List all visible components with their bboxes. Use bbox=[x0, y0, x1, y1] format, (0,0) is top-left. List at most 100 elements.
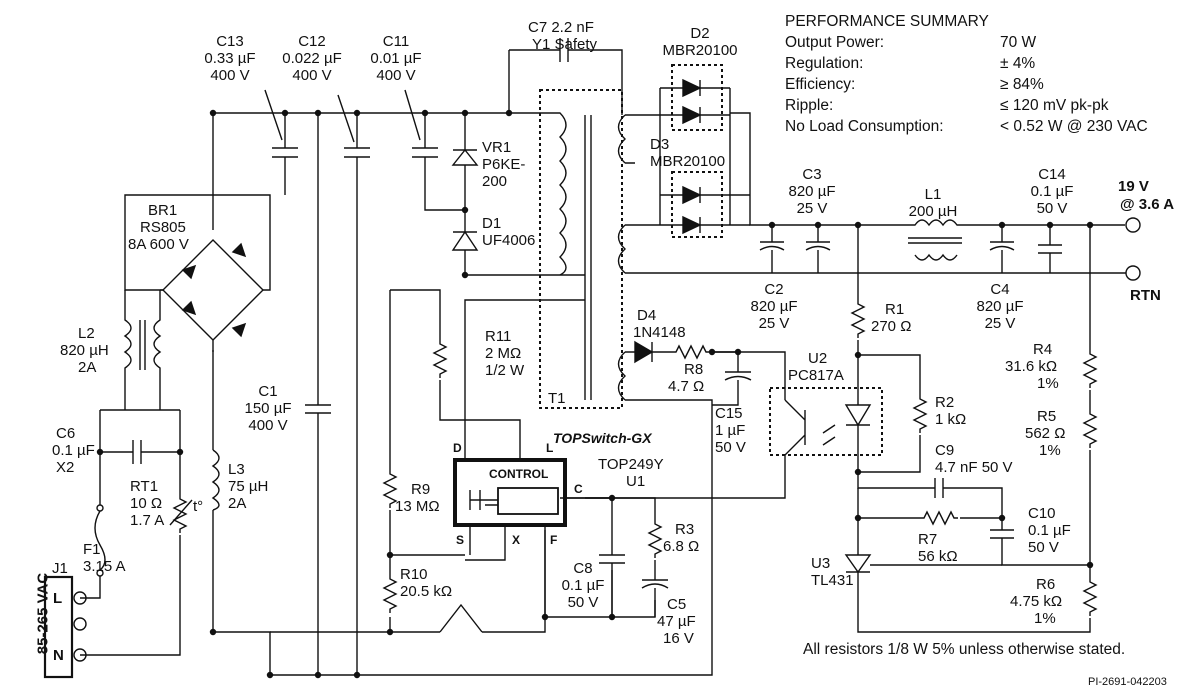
perf-value: 70 W bbox=[1000, 34, 1037, 51]
perf-row: Output Power: 70 W bbox=[785, 32, 1148, 53]
c6-cap bbox=[100, 440, 180, 464]
drawing-id: PI-2691-042203 bbox=[1088, 676, 1167, 688]
perf-key: Regulation: bbox=[785, 55, 864, 72]
c4-cap bbox=[989, 225, 1015, 273]
perf-value: ± 4% bbox=[1000, 55, 1036, 72]
rectifier-d2 bbox=[659, 64, 731, 225]
pin-d: D bbox=[453, 441, 462, 455]
t1-label: T1 bbox=[548, 390, 566, 407]
j1-label: J1 bbox=[52, 560, 68, 577]
clamp-vr1-d1 bbox=[451, 109, 585, 279]
perf-key: Ripple: bbox=[785, 97, 834, 114]
perf-key: Efficiency: bbox=[785, 76, 856, 93]
performance-title: PERFORMANCE SUMMARY bbox=[785, 13, 989, 30]
pin-s: S bbox=[456, 533, 465, 547]
j1-pin-n: N bbox=[53, 647, 64, 664]
perf-row: Regulation: ± 4% bbox=[785, 53, 1148, 74]
pin-l: L bbox=[546, 441, 554, 455]
c5-cap bbox=[641, 560, 669, 617]
f1-fuse bbox=[94, 504, 106, 577]
output-voltage: 19 V bbox=[1118, 178, 1149, 195]
c13-cap bbox=[272, 109, 298, 195]
l3-inductor bbox=[211, 449, 220, 511]
perf-key: Output Power: bbox=[785, 34, 885, 51]
resistor-note: All resistors 1/8 W 5% unless otherwise … bbox=[803, 641, 1126, 658]
c7-cap bbox=[505, 38, 623, 117]
transformer-t1 bbox=[539, 89, 1090, 409]
c3-cap bbox=[805, 225, 831, 273]
control-block-label: CONTROL bbox=[489, 467, 549, 481]
perf-row: Efficiency: ≥ 84% bbox=[785, 74, 1148, 95]
pin-c: C bbox=[574, 482, 583, 496]
tl431-u3 bbox=[844, 518, 1002, 575]
perf-value: ≥ 84% bbox=[1000, 76, 1044, 93]
perf-row: No Load Consumption: < 0.52 W @ 230 VAC bbox=[785, 116, 1148, 137]
c11-cap bbox=[412, 109, 465, 211]
perf-row: Ripple: ≤ 120 mV pk-pk bbox=[785, 95, 1148, 116]
output-current: @ 3.6 A bbox=[1120, 196, 1175, 213]
topswitch-ic bbox=[453, 299, 656, 617]
ic-family-label: TOPSwitch-GX bbox=[553, 430, 652, 446]
pin-f: F bbox=[550, 533, 558, 547]
c2-cap bbox=[759, 225, 785, 273]
perf-value: ≤ 120 mV pk-pk bbox=[1000, 97, 1109, 114]
input-voltage-label: 85-265 VAC bbox=[34, 572, 52, 655]
optocoupler-u2 bbox=[565, 351, 883, 499]
l2-choke bbox=[123, 290, 162, 410]
connector-j1 bbox=[43, 575, 87, 679]
perf-value: < 0.52 W @ 230 VAC bbox=[1000, 118, 1148, 135]
output-return: RTN bbox=[1130, 287, 1161, 304]
c8-cap bbox=[599, 554, 625, 617]
c14-cap bbox=[1038, 225, 1062, 273]
d4-diode bbox=[625, 340, 672, 364]
c12-cap bbox=[344, 109, 370, 679]
j1-pin-l: L bbox=[53, 590, 63, 607]
rectifier-d3 bbox=[660, 171, 750, 238]
l1-inductor bbox=[905, 219, 965, 261]
bridge-br1 bbox=[124, 113, 271, 352]
performance-summary: PERFORMANCE SUMMARY Output Power: 70 W Re… bbox=[785, 11, 1148, 137]
thermistor-symbol: t° bbox=[193, 498, 204, 515]
pin-x: X bbox=[512, 533, 521, 547]
perf-key: No Load Consumption: bbox=[785, 118, 944, 135]
